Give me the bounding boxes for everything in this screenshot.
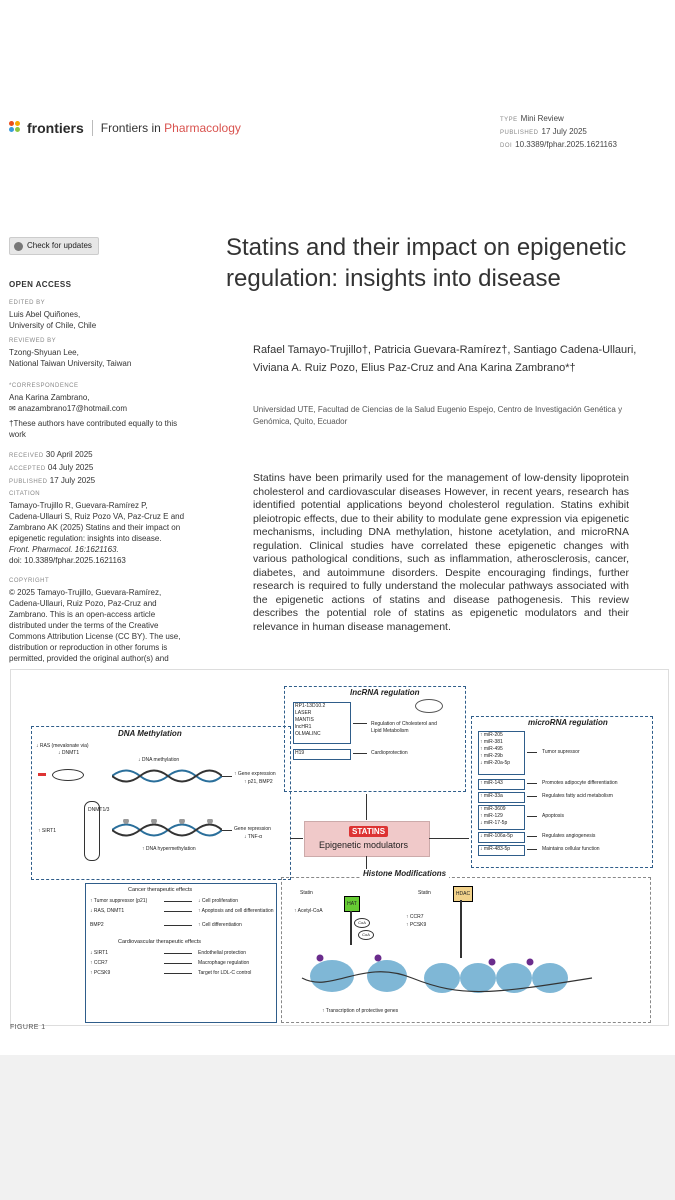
hdac-box: HDAC [453, 886, 473, 902]
microrna-box: microRNA regulation ↑ miR-205 ↑ miR-381 … [471, 716, 653, 868]
article-page: frontiers Frontiers in Pharmacology TYPE… [0, 0, 675, 1055]
article-title: Statins and their impact on epigenetic r… [226, 234, 627, 292]
statins-label: STATINS [349, 826, 389, 837]
edited-by: EDITED BY Luis Abel Quiñones,University … [9, 300, 97, 330]
histone-modifications-box: Histone Modifications Statin ↑ Acetyl-Co… [281, 869, 651, 1023]
article-authors: Rafael Tamayo-Trujillo†, Patricia Guevar… [253, 344, 637, 374]
correspondence: *CORRESPONDENCE Ana Karina Zambrano, ✉ a… [9, 381, 209, 414]
journal-name: Frontiers in Pharmacology [100, 121, 241, 135]
dates: RECEIVED 30 April 2025 ACCEPTED 04 July … [9, 450, 96, 485]
nucleosome-icon [301, 954, 593, 993]
citation: CITATION Tamayo-Trujillo R, Guevara-Ramí… [9, 489, 209, 566]
figure-label: FIGURE 1 [10, 1024, 46, 1031]
dna-helix-methylated-icon [112, 819, 222, 837]
check-updates-label: Check for updates [27, 241, 92, 250]
dna-helix-icon [112, 769, 222, 783]
brand-name: frontiers [27, 120, 84, 136]
check-updates-button[interactable]: Check for updates [9, 237, 99, 255]
correspondence-email-link[interactable]: ✉ anazambrano17@hotmail.com [9, 404, 127, 413]
open-access-label: OPEN ACCESS [9, 280, 72, 289]
therapeutic-effects-box: Cancer therapeutic effects ↑ Tumor suppr… [85, 883, 277, 1023]
copyright: COPYRIGHT © 2025 Tamayo-Trujillo, Guevar… [9, 578, 181, 663]
hat-box: HAT [344, 896, 360, 912]
frontiers-logo-icon [9, 121, 23, 135]
equal-contribution-note: †These authors have contributed equally … [9, 419, 178, 439]
epigenetic-modulators-label: Epigenetic modulators [319, 840, 409, 850]
frontiers-logo[interactable]: frontiers Frontiers in Pharmacology [9, 120, 241, 136]
logo-divider [91, 120, 93, 136]
affiliation: Universidad UTE, Facultad de Ciencias de… [253, 405, 623, 426]
citation-doi-link[interactable]: doi: 10.3389/fphar.2025.1621163 [9, 556, 126, 565]
figure-1: lncRNA regulation RP1-13D10.2 LASER MANT… [10, 669, 669, 1026]
dna-methylation-box: DNA Methylation ↓ RAS (mevalonate via) ↓… [31, 726, 291, 880]
statins-center-box: STATINS Epigenetic modulators [304, 821, 430, 857]
reviewed-by: REVIEWED BY Tzong-Shyuan Lee,National Ta… [9, 338, 132, 368]
abstract: Statins have been primarily used for the… [253, 472, 629, 633]
refresh-icon [14, 241, 23, 251]
lncrna-box: lncRNA regulation RP1-13D10.2 LASER MANT… [284, 686, 466, 792]
